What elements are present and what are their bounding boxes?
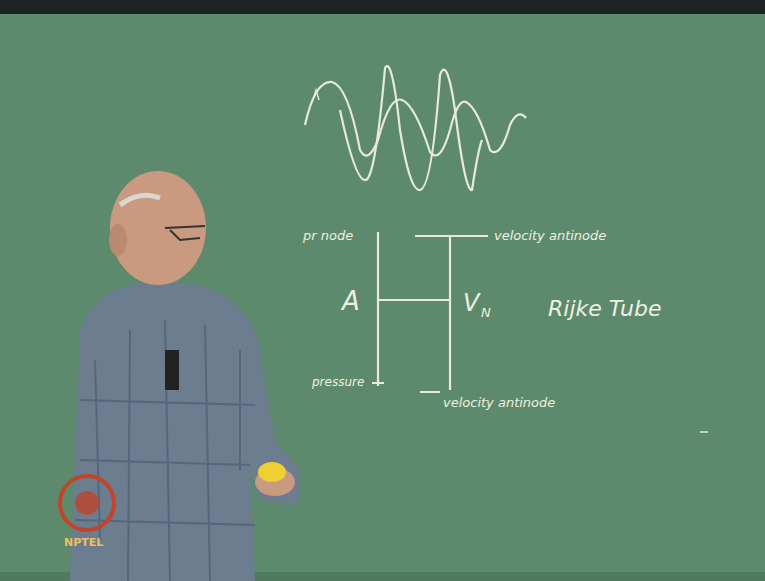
chalk-symbol: A	[342, 287, 360, 316]
leader-line	[415, 235, 488, 237]
chalk-subscript: N	[481, 306, 491, 320]
pressure-wave	[305, 82, 526, 156]
chalk-note: pressure	[312, 376, 364, 389]
tube-wall	[449, 235, 451, 390]
chalk-symbol: V	[463, 290, 479, 316]
top-frame	[0, 0, 765, 14]
lecturer-head	[110, 171, 206, 285]
microphone	[165, 350, 179, 390]
chalk-note: pr node	[303, 229, 353, 243]
velocity-wave	[340, 66, 482, 190]
leader-line	[420, 391, 440, 393]
tube-wall	[377, 232, 379, 386]
lecturer-hair	[120, 195, 160, 205]
duster	[258, 462, 286, 482]
logo-text: NPTEL	[64, 537, 103, 549]
leader-line	[372, 382, 384, 384]
lecturer-ear	[109, 224, 127, 256]
logo-ring	[60, 476, 114, 530]
wave-mark	[313, 90, 319, 100]
chalk-note: velocity antinode	[443, 396, 555, 410]
chalk-note: velocity antinode	[494, 229, 606, 243]
chalk-mark	[700, 431, 708, 433]
lecturer-shirt	[70, 282, 300, 581]
logo-core	[75, 491, 99, 515]
heater-gauze	[378, 299, 450, 301]
glasses	[165, 226, 205, 240]
chalk-heading: Rijke Tube	[548, 297, 661, 321]
